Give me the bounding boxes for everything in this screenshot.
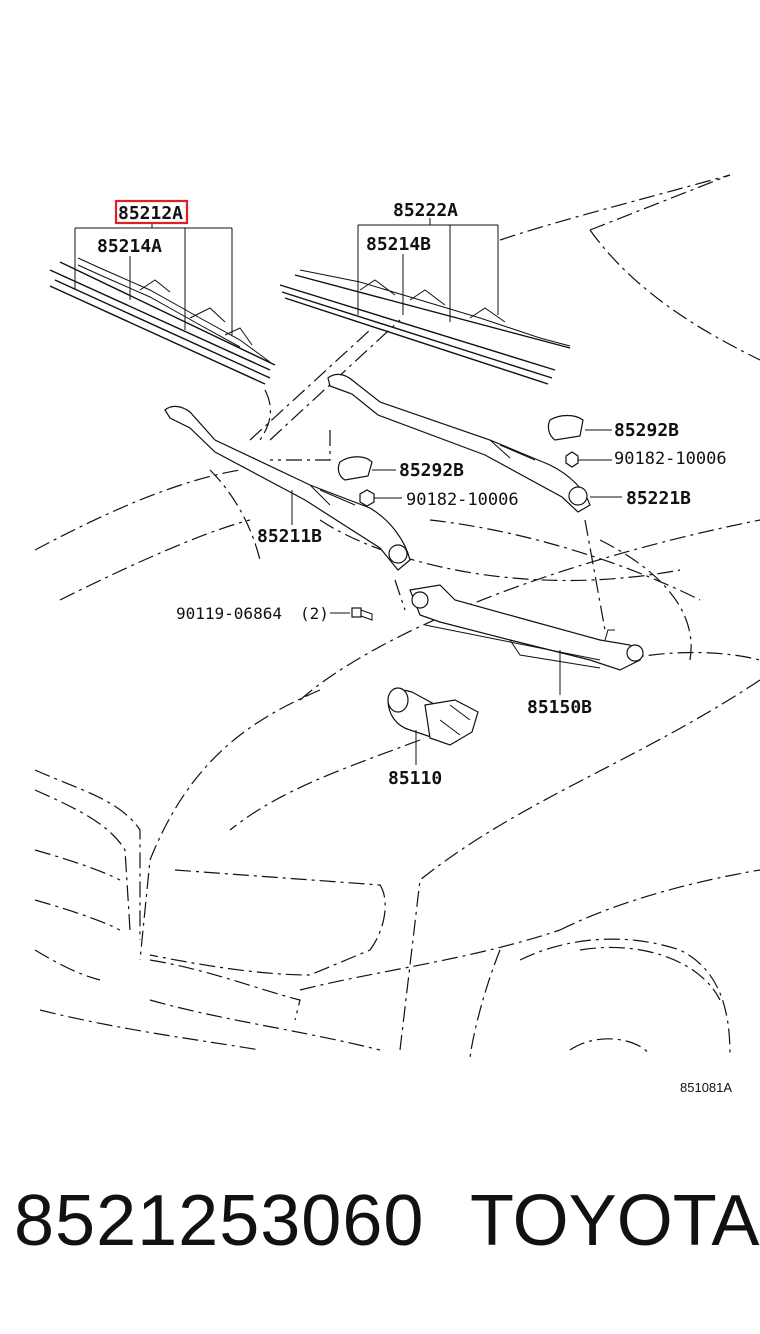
label-nut-right: 90182-10006	[614, 449, 727, 469]
pivot-cap-left	[337, 456, 373, 481]
front-wiper-blade	[49, 257, 276, 385]
footer: 8521253060 TOYOTA	[0, 1180, 760, 1290]
label-blade-assy-front: 85212A	[118, 203, 183, 224]
rear-wiper-blade	[279, 269, 571, 385]
label-cap-right: 85292B	[614, 420, 679, 441]
label-bolt: 90119-06864	[176, 604, 282, 623]
label-refill-rear: 85214B	[366, 234, 431, 255]
front-wiper-arm	[164, 405, 411, 571]
label-motor: 85110	[388, 768, 442, 789]
label-nut-left: 90182-10006	[406, 490, 519, 510]
label-arm-left: 85211B	[257, 526, 322, 547]
part-number: 8521253060	[14, 1181, 425, 1261]
label-blade-assy-rear: 85222A	[393, 200, 458, 221]
highlight-box	[114, 199, 189, 225]
nut-left	[359, 489, 375, 507]
brand-name: TOYOTA	[470, 1181, 760, 1261]
label-link: 85150B	[527, 697, 592, 718]
bolt	[351, 607, 373, 621]
vehicle-outline	[34, 174, 760, 1061]
leader-lines	[74, 218, 622, 765]
label-bolt-qty: (2)	[300, 604, 329, 623]
label-arm-right: 85221B	[626, 488, 691, 509]
nut-right	[565, 451, 579, 468]
figure-code: 851081A	[680, 1080, 732, 1095]
pivot-cap-right	[547, 414, 584, 441]
wiper-link-assembly	[409, 584, 644, 671]
wiper-motor	[387, 687, 479, 746]
label-cap-left: 85292B	[399, 460, 464, 481]
label-refill-front: 85214A	[97, 236, 162, 257]
rear-wiper-arm	[327, 373, 591, 513]
